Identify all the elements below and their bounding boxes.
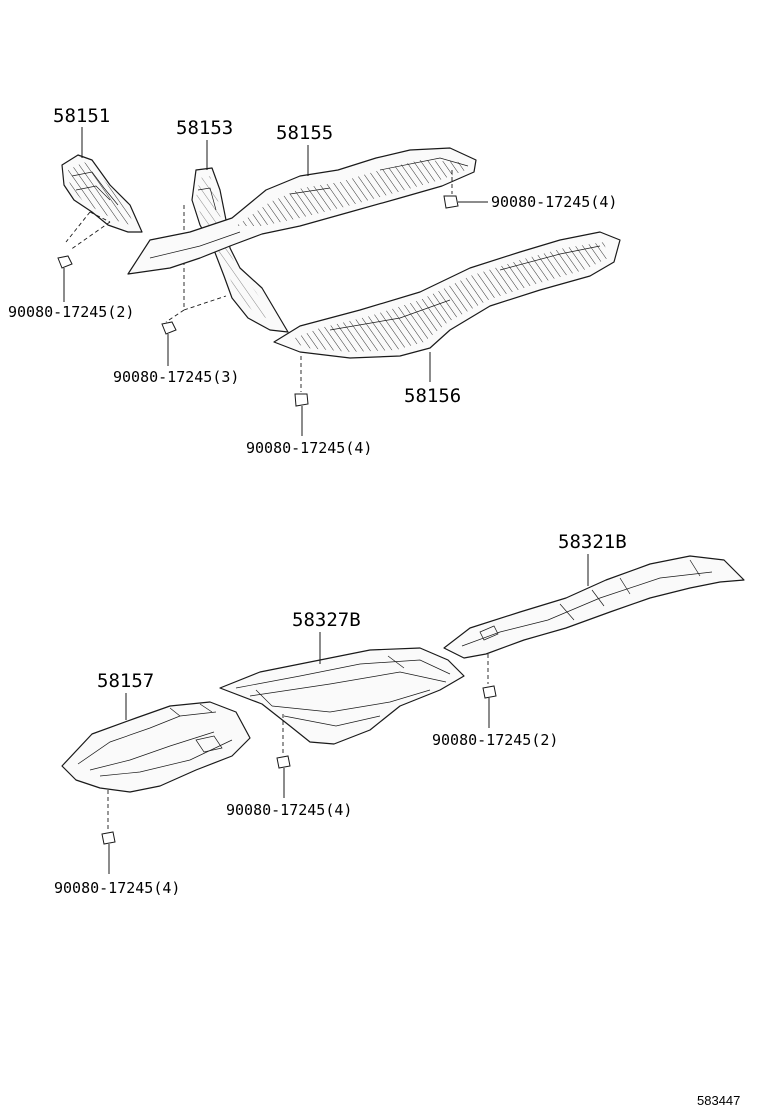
fastener-label-center: 90080-17245(3) [113, 368, 239, 386]
label-58156: 58156 [404, 385, 461, 407]
fastener-label-left: 90080-17245(2) [8, 303, 134, 321]
fastener-label-upper-right: 90080-17245(4) [491, 193, 617, 211]
clip-icon [443, 195, 459, 209]
label-58151: 58151 [53, 105, 110, 127]
clip-icon [161, 321, 177, 335]
fastener-label-lower-right: 90080-17245(2) [432, 731, 558, 749]
fastener-label-bottom-center: 90080-17245(4) [246, 439, 372, 457]
label-58153: 58153 [176, 117, 233, 139]
catalog-number: 583447 [697, 1093, 740, 1108]
label-58155: 58155 [276, 122, 333, 144]
clip-icon [57, 255, 73, 269]
clip-icon [294, 393, 309, 407]
heat-insulator-58155[interactable] [127, 147, 477, 275]
label-58327b: 58327B [292, 609, 361, 631]
heat-insulator-58157[interactable] [61, 701, 251, 793]
clip-icon [276, 755, 291, 769]
fastener-label-lower-center: 90080-17245(4) [226, 801, 352, 819]
clip-icon [101, 831, 116, 845]
label-58157: 58157 [97, 670, 154, 692]
fastener-label-lower-left: 90080-17245(4) [54, 879, 180, 897]
clip-icon [482, 685, 497, 699]
heat-insulator-58151[interactable] [61, 154, 143, 233]
heat-insulator-58321b[interactable] [443, 555, 745, 659]
heat-insulator-58156[interactable] [273, 231, 621, 359]
label-58321b: 58321B [558, 531, 627, 553]
heat-insulator-58327b[interactable] [219, 647, 465, 745]
